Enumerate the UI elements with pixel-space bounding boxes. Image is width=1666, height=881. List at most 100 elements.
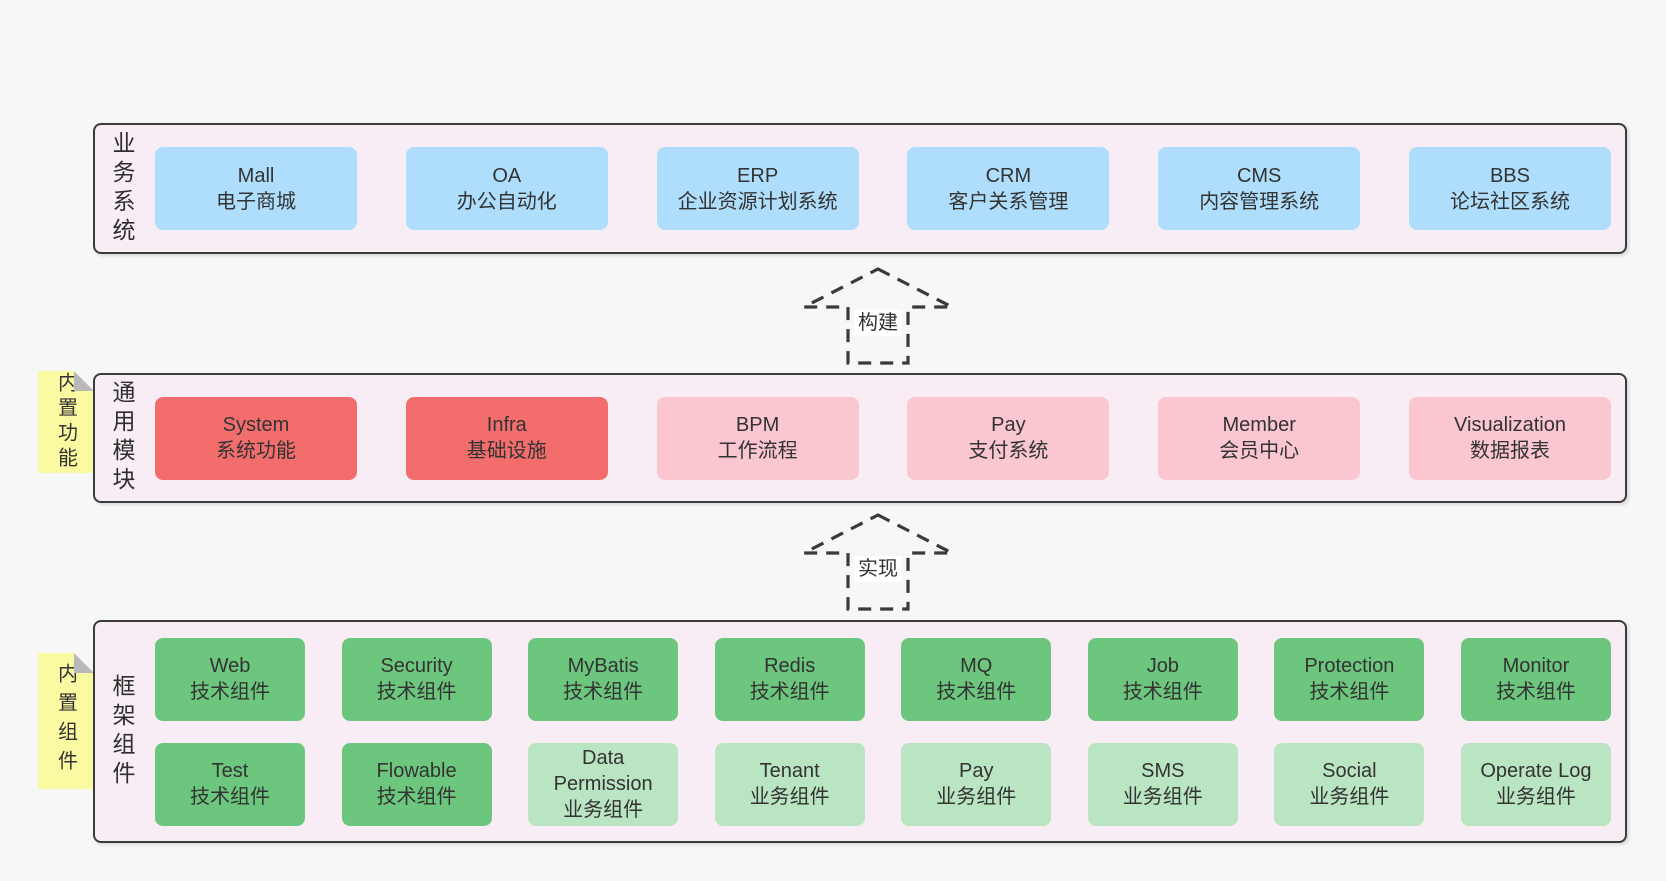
panel-framework-components-label: 框架组件 [109,673,135,790]
box-sms: SMS 业务组件 [1087,742,1238,826]
box-desc: 客户关系管理 [948,190,1069,213]
box-name: Visualization [1454,414,1566,436]
box-desc: 技术组件 [190,786,270,808]
box-name: BBS [1489,164,1530,187]
box-name: Redis [764,655,816,677]
box-name: MQ [960,655,993,677]
box-desc: 业务组件 [936,786,1017,808]
box-name: Test [211,760,249,782]
box-system: System 系统功能 [155,396,357,480]
box-desc: 技术组件 [1495,681,1576,703]
box-name: OA [492,164,522,187]
box-desc: 办公自动化 [456,190,557,213]
box-desc: 业务组件 [563,799,644,821]
box-mybatis: MyBatis 技术组件 [528,637,679,721]
box-social: Social 业务组件 [1274,742,1425,826]
box-oa: OA 办公自动化 [405,147,608,230]
component-row: Mall 电子商城 OA 办公自动化 ERP 企业资源计划系统 CRM 客户关系管理 CMS 内容… [155,147,1611,230]
box-desc: 技术组件 [1309,681,1390,703]
box-desc: 技术组件 [376,681,457,703]
box-desc: 技术组件 [190,681,270,703]
box-pay: Pay 支付系统 [907,396,1110,480]
box-protection: Protection 技术组件 [1274,637,1425,721]
box-tenant: Tenant 业务组件 [714,742,865,826]
box-desc: 数据报表 [1469,440,1550,462]
box-flowable: Flowable 技术组件 [341,742,492,826]
box-desc: 电子商城 [216,190,296,213]
box-name: Monitor [1502,655,1570,677]
box-infra: Infra 基础设施 [405,396,608,480]
box-desc: 支付系统 [968,440,1049,462]
box-name: Pay [991,414,1026,436]
box-name: Web [209,655,251,677]
box-desc: 业务组件 [1495,786,1576,808]
box-bbs: BBS 论坛社区系统 [1408,147,1611,230]
folded-corner-icon [74,371,94,391]
implement-arrow-up-icon [803,513,953,611]
box-name: Tenant [759,760,820,782]
box-name: Infra [486,414,527,436]
box-desc: 技术组件 [749,681,830,703]
build-arrow-label: 构建 [854,310,902,336]
box-name: ERP [737,164,779,187]
box-name: CRM [985,164,1032,187]
box-name: Protection [1304,655,1395,677]
panel-business-systems: 业务系统 Mall 电子商城 OA 办公自动化 ERP 企业资源计划系统 CRM 客户关系管理… [93,123,1627,254]
box-desc: 企业资源计划系统 [677,190,838,213]
sticky-note-label: 内置功能 [54,372,77,472]
box-name: MyBatis [567,655,639,677]
box-desc: 基础设施 [466,440,547,462]
box-name: Social [1322,760,1377,782]
box-desc: 系统功能 [216,440,296,462]
box-name: CMS [1236,164,1282,187]
box-desc: 技术组件 [1122,681,1203,703]
box-name: Pay [959,760,994,782]
implement-arrow-label: 实现 [854,556,902,582]
box-mall: Mall 电子商城 [155,147,357,230]
box-desc: 工作流程 [717,440,798,462]
box-desc: 论坛社区系统 [1449,190,1570,213]
sticky-note-label: 内置组件 [54,663,77,779]
box-name: System [222,414,290,436]
box-mq: MQ 技术组件 [901,637,1052,721]
box-name: SMS [1141,760,1185,782]
box-cms: CMS 内容管理系统 [1158,147,1361,230]
panel-common-modules: 通用模块 System 系统功能 Infra 基础设施 BPM 工作流程 Pay 支付系统 Me… [93,373,1627,503]
box-redis: Redis 技术组件 [714,637,865,721]
box-name: Data Permission [553,747,653,795]
box-desc: 内容管理系统 [1199,190,1320,213]
box-name: Job [1146,655,1179,677]
box-name: Operate Log [1480,760,1592,782]
box-bpm: BPM 工作流程 [656,396,859,480]
box-pay: Pay 业务组件 [901,742,1052,826]
box-erp: ERP 企业资源计划系统 [656,147,859,230]
business-systems-rows: Mall 电子商城 OA 办公自动化 ERP 企业资源计划系统 CRM 客户关系管理 CMS 内容… [155,125,1611,252]
box-job: Job 技术组件 [1087,637,1238,721]
box-desc: 业务组件 [1309,786,1390,808]
box-crm: CRM 客户关系管理 [907,147,1110,230]
box-web: Web 技术组件 [155,637,305,721]
box-desc: 业务组件 [1122,786,1203,808]
box-name: Member [1222,414,1296,436]
box-name: Mall [237,164,275,187]
box-desc: 技术组件 [936,681,1017,703]
box-desc: 技术组件 [376,786,457,808]
box-desc: 业务组件 [749,786,830,808]
box-name: BPM [735,414,780,436]
box-desc: 技术组件 [563,681,644,703]
panel-common-modules-label: 通用模块 [109,380,135,496]
panel-business-systems-label: 业务系统 [109,130,135,247]
box-data-permission: Data Permission 业务组件 [528,742,679,826]
box-test: Test 技术组件 [155,742,305,826]
sticky-note-builtin-components: 内置组件 [38,653,94,789]
box-name: Flowable [376,760,457,782]
box-visualization: Visualization 数据报表 [1408,396,1611,480]
